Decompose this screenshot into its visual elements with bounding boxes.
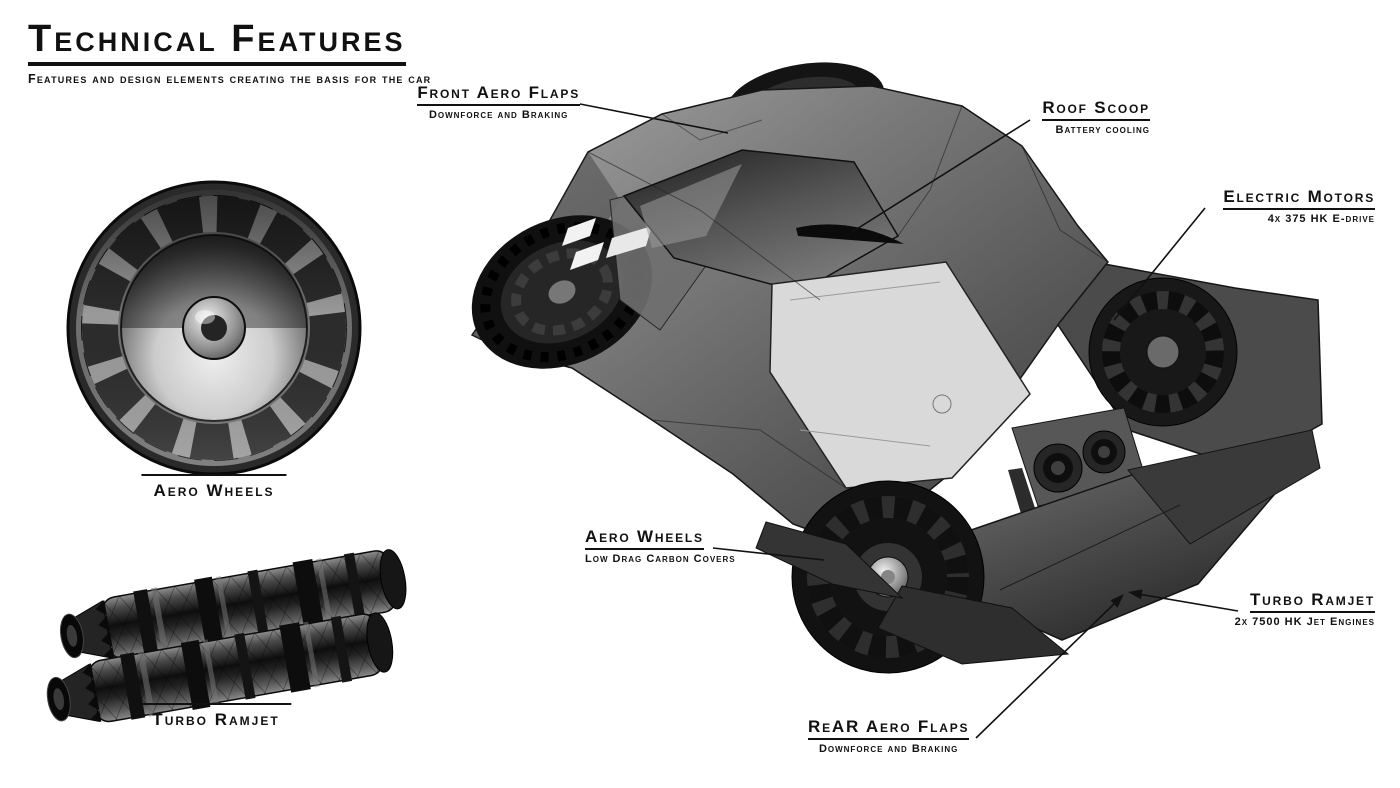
callout-electric-motors-label: Electric Motors [1223,188,1375,210]
callout-turbo-ramjet-sub: 2x 7500 HK Jet Engines [1234,616,1375,628]
car-center-fin [877,585,1070,665]
callout-rear-aero-flaps-sub: Downforce and Braking [818,743,959,755]
car-front-vents [562,218,652,270]
leader-lines [579,103,1239,739]
car-roof-scoop [796,224,904,244]
header: Technical Features Features and design e… [28,20,431,86]
leader-rear-aero-flaps [975,599,1119,739]
callout-turbo-ramjet-label: Turbo Ramjet [1250,591,1375,613]
wheel-illustration [66,180,362,476]
callout-electric-motors-sub: 4x 375 HK E-drive [1267,213,1375,225]
callout-front-aero-flaps-sub: Downforce and Braking [428,109,569,121]
callout-roof-scoop-label: Roof Scoop [1042,99,1150,121]
car-windshield-highlight [640,164,742,248]
car-illustration [470,62,1323,674]
callout-front-aero-flaps-label: Front Aero Flaps [417,84,580,106]
wheel-inset-label: Aero Wheels [141,474,287,501]
page-title: Technical Features [28,20,406,66]
callout-aero-wheels-label: Aero Wheels [585,528,704,550]
ramjet-inset-label: Turbo Ramjet [140,703,292,730]
page-subtitle: Features and design elements creating th… [28,72,432,86]
leader-aero-wheels [712,547,825,561]
car-front-wheel [471,215,653,369]
leader-front-aero-flaps [579,103,729,134]
callout-turbo-ramjet: Turbo Ramjet 2x 7500 HK Jet Engines [1235,591,1375,628]
callout-electric-motors: Electric Motors 4x 375 HK E-drive [1223,188,1375,225]
callout-rear-aero-flaps-label: ReAR Aero Flaps [808,718,970,740]
callout-aero-wheels-sub: Low Drag Carbon Covers [585,553,736,565]
leader-roof-scoop [851,119,1031,233]
leader-electric-motors [1113,207,1206,321]
leader-rear-aero-flaps-arrow [1110,594,1124,608]
car-far-rear-wheel [1088,277,1238,427]
callout-front-aero-flaps: Front Aero Flaps Downforce and Braking [417,84,580,121]
callout-roof-scoop-sub: Battery cooling [1055,124,1150,136]
car-left-fin [755,521,904,599]
leader-turbo-ramjet [1131,592,1239,612]
car-center-panel [769,261,1031,489]
callout-rear-aero-flaps: ReAR Aero Flaps Downforce and Braking [808,718,970,755]
callout-roof-scoop: Roof Scoop Battery cooling [1042,99,1150,136]
leader-turbo-ramjet-arrow [1128,589,1143,600]
callout-aero-wheels: Aero Wheels Low Drag Carbon Covers [585,528,736,565]
